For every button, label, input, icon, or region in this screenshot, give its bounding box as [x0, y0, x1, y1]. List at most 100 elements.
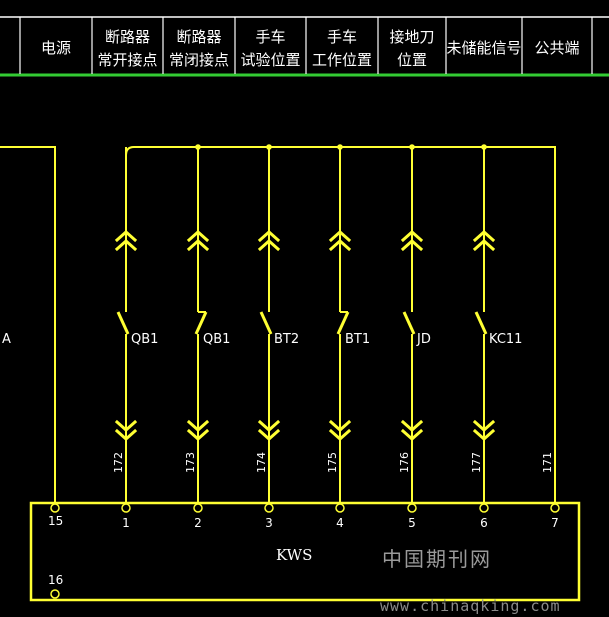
terminal-pin-label: 6 [480, 516, 488, 530]
contact-label: QB1 [203, 332, 230, 347]
header-cell-label: 位置 [397, 51, 427, 69]
wire-number: 175 [326, 452, 339, 473]
terminal-circle [121, 503, 131, 513]
plug-connector-top [400, 229, 424, 252]
terminal-pin-label: 4 [336, 516, 344, 530]
terminal-circle [264, 503, 274, 513]
contact-label: BT2 [274, 332, 299, 347]
plug-connector-top [472, 229, 496, 252]
header-cell-label: 常闭接点 [169, 51, 229, 69]
contact-blade [116, 311, 130, 335]
wire-number: 171 [541, 452, 554, 473]
contact-label: BT1 [345, 332, 370, 347]
chevron-stroke [400, 238, 424, 252]
branch-circuit [400, 147, 424, 504]
header-cell-label: 断路器 [105, 28, 150, 46]
chevron-stroke [257, 229, 281, 243]
header-cell-label: 公共端 [534, 39, 579, 57]
header-cell-label: 试验位置 [240, 51, 300, 69]
plug-connector-bottom [257, 419, 281, 442]
chevron-stroke [472, 229, 496, 243]
terminal-circle [407, 503, 417, 513]
header-cell-label: 未储能信号 [446, 39, 521, 57]
branch-circuit [114, 147, 138, 504]
header-labels: 电源断路器常开接点断路器常闭接点手车试验位置手车工作位置接地刀位置未储能信号公共… [41, 28, 580, 69]
plug-connector-top [186, 229, 210, 252]
chevron-stroke [328, 229, 352, 243]
chevron-stroke [400, 229, 424, 243]
terminal-circle [193, 503, 203, 513]
extra-pin-label: 16 [48, 573, 63, 587]
header-cell-label: 手车 [255, 28, 285, 46]
chevron-stroke [257, 238, 281, 252]
watermark-title: 中国期刊网 [382, 547, 492, 571]
module-name: KWS [276, 546, 312, 564]
power-wire [0, 146, 56, 504]
contact-blade [336, 311, 350, 335]
chevron-stroke [186, 419, 210, 433]
chevron-stroke [328, 428, 352, 442]
chevron-stroke [186, 428, 210, 442]
branch-circuit [257, 147, 281, 504]
terminal-circle [550, 503, 560, 513]
header-cell-label: 常开接点 [97, 51, 157, 69]
plug-connector-top [114, 229, 138, 252]
terminal-pin-label: 7 [551, 516, 559, 530]
contact-label: JD [416, 332, 431, 347]
chevron-stroke [400, 419, 424, 433]
left-label: A [2, 332, 11, 347]
chevron-stroke [114, 419, 138, 433]
terminal-pin-label: 2 [194, 516, 202, 530]
power-pin-label: 15 [48, 514, 63, 528]
watermark-url: www.chinaqking.com [380, 597, 561, 615]
terminal-circle [335, 503, 345, 513]
chevron-stroke [328, 419, 352, 433]
chevron-stroke [257, 428, 281, 442]
contact-blade [474, 311, 488, 335]
terminal-circle [50, 589, 60, 599]
chevron-stroke [114, 428, 138, 442]
component-labels: QB11721QB11732BT21743BT11754JD1765KC1117… [112, 332, 559, 530]
contact-label: QB1 [131, 332, 158, 347]
terminal-circle [479, 503, 489, 513]
branch-circuit [328, 147, 352, 504]
contact-blade [402, 311, 416, 335]
chevron-stroke [472, 428, 496, 442]
chevron-stroke [186, 238, 210, 252]
plug-connector-bottom [400, 419, 424, 442]
chevron-stroke [186, 229, 210, 243]
chevron-stroke [328, 238, 352, 252]
header-cell-label: 手车 [327, 28, 357, 46]
plug-connector-bottom [186, 419, 210, 442]
plug-connector-bottom [328, 419, 352, 442]
header-table [0, 16, 609, 77]
chevron-stroke [400, 428, 424, 442]
wire-number: 173 [184, 452, 197, 473]
plug-connector-top [257, 229, 281, 252]
wiring [0, 144, 560, 599]
terminal-pin-label: 1 [122, 516, 130, 530]
branch-circuit [472, 147, 496, 504]
wire-number: 176 [398, 452, 411, 473]
contact-label: KC11 [489, 332, 522, 347]
header-cell-label: 电源 [41, 39, 71, 57]
chevron-stroke [472, 419, 496, 433]
chevron-stroke [114, 229, 138, 243]
contact-blade [194, 311, 208, 335]
plug-connector-bottom [472, 419, 496, 442]
chevron-stroke [257, 419, 281, 433]
wire-number: 177 [470, 452, 483, 473]
wire-number: 172 [112, 452, 125, 473]
terminal-circle [50, 503, 60, 513]
chevron-stroke [472, 238, 496, 252]
plug-connector-top [328, 229, 352, 252]
branch-circuit [186, 147, 210, 504]
plug-connector-bottom [114, 419, 138, 442]
wire-number: 174 [255, 452, 268, 473]
header-cell-label: 接地刀 [389, 28, 434, 46]
chevron-stroke [114, 238, 138, 252]
header-cell-label: 工作位置 [312, 51, 372, 69]
terminal-pin-label: 3 [265, 516, 273, 530]
contact-blade [259, 311, 273, 335]
